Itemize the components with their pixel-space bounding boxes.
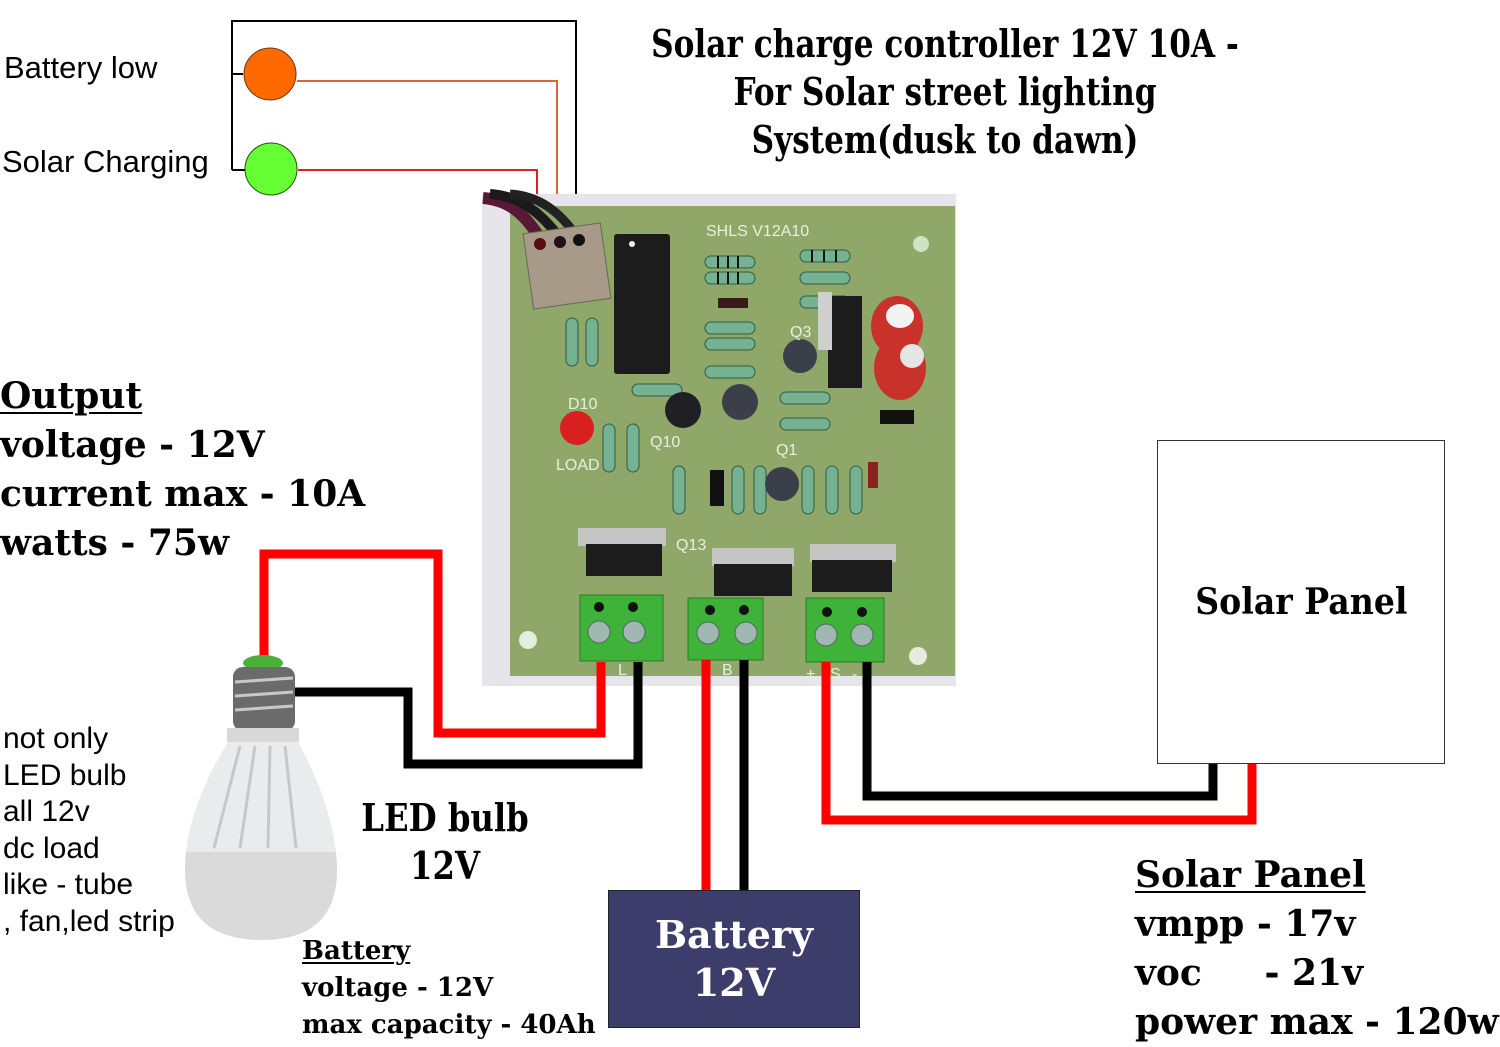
solar-panel-block: Solar Panel xyxy=(1157,440,1445,764)
mosfets xyxy=(578,528,896,596)
terminal-blocks xyxy=(579,594,885,663)
load-negative-wire xyxy=(294,662,643,769)
output-spec-watts: watts - 75w xyxy=(0,522,229,564)
terminal-label-s: S xyxy=(830,666,841,683)
load-note-line: , fan,led strip xyxy=(3,904,175,938)
led-bulb-label-voltage: 12V xyxy=(409,843,481,888)
solar-spec: Solar Panel vmpp - 17v voc - 21v power m… xyxy=(1135,851,1499,1047)
terminal-label-b: B xyxy=(722,662,733,679)
output-spec: Output voltage - 12V current max - 10A w… xyxy=(0,372,365,568)
solar-spec-power: power max - 120w xyxy=(1135,1001,1499,1043)
battery-spec: Battery voltage - 12V max capacity - 40A… xyxy=(302,933,596,1044)
solar-wires xyxy=(821,662,1257,825)
title-line-2: For Solar street lighting xyxy=(733,69,1157,114)
load-note-line: all 12v xyxy=(3,795,90,828)
pcb-label-d10: D10 xyxy=(568,396,597,413)
ic-chip xyxy=(614,234,670,374)
battery-spec-voltage: voltage - 12V xyxy=(302,973,494,1003)
led-bulb-label: LED bulb 12V xyxy=(360,794,530,890)
led-connector xyxy=(522,222,612,310)
led-bulb-icon xyxy=(184,655,338,940)
load-wires xyxy=(259,549,643,769)
pcb-label-q3: Q3 xyxy=(790,324,811,341)
load-note: not only LED bulb all 12v dc load like -… xyxy=(3,721,175,940)
solar-charging-label: Solar Charging xyxy=(2,144,209,179)
diagram-title: Solar charge controller 12V 10A - For So… xyxy=(629,20,1260,164)
battery-spec-heading: Battery xyxy=(302,936,411,966)
battery-low-led-icon xyxy=(243,47,297,101)
load-note-line: dc load xyxy=(3,831,100,865)
led-bulb-label-name: LED bulb xyxy=(361,795,529,840)
indicator-bracket xyxy=(231,20,577,232)
load-note-line: LED bulb xyxy=(3,758,127,792)
terminal-polarity-minus: - xyxy=(852,666,857,683)
battery-wires xyxy=(701,660,749,890)
solar-spec-vmpp: vmpp - 17v xyxy=(1135,903,1356,945)
battery-block-label: Battery xyxy=(654,912,814,957)
load-positive-wire xyxy=(259,549,606,738)
output-spec-current: current max - 10A xyxy=(0,473,366,515)
solar-panel-block-label: Solar Panel xyxy=(1194,581,1408,623)
output-spec-heading: Output xyxy=(0,375,143,417)
pcb-label-q10: Q10 xyxy=(650,434,680,451)
terminal-polarity-plus: + xyxy=(806,666,815,683)
battery-spec-capacity: max capacity - 40Ah xyxy=(302,1010,596,1040)
terminal-label-l: L xyxy=(618,662,627,679)
pcb-label-q13: Q13 xyxy=(676,537,706,554)
title-line-3: System(dusk to dawn) xyxy=(751,117,1139,162)
solar-positive-wire xyxy=(821,662,1257,825)
title-line-1: Solar charge controller 12V 10A - xyxy=(651,21,1239,66)
pcb-label-q1: Q1 xyxy=(776,442,797,459)
solar-spec-voc: voc - 21v xyxy=(1135,952,1364,994)
load-note-line: like - tube xyxy=(3,868,134,901)
output-spec-voltage: voltage - 12V xyxy=(0,424,265,466)
solar-negative-wire xyxy=(862,662,1218,801)
pcb-label-load: LOAD xyxy=(556,457,600,474)
solar-spec-heading: Solar Panel xyxy=(1135,854,1366,896)
battery-low-label: Battery low xyxy=(4,50,158,85)
pcb-board: SHLS V12A10 D10 LOAD Q10 Q3 Q1 Q13 B L S… xyxy=(482,189,956,686)
load-note-line: not only xyxy=(3,722,109,755)
solar-charging-led-icon xyxy=(244,142,298,196)
battery-block: Battery 12V xyxy=(608,890,860,1028)
battery-block-voltage: 12V xyxy=(692,960,776,1005)
pcb-model-label: SHLS V12A10 xyxy=(706,223,809,240)
load-led-icon xyxy=(560,411,594,445)
